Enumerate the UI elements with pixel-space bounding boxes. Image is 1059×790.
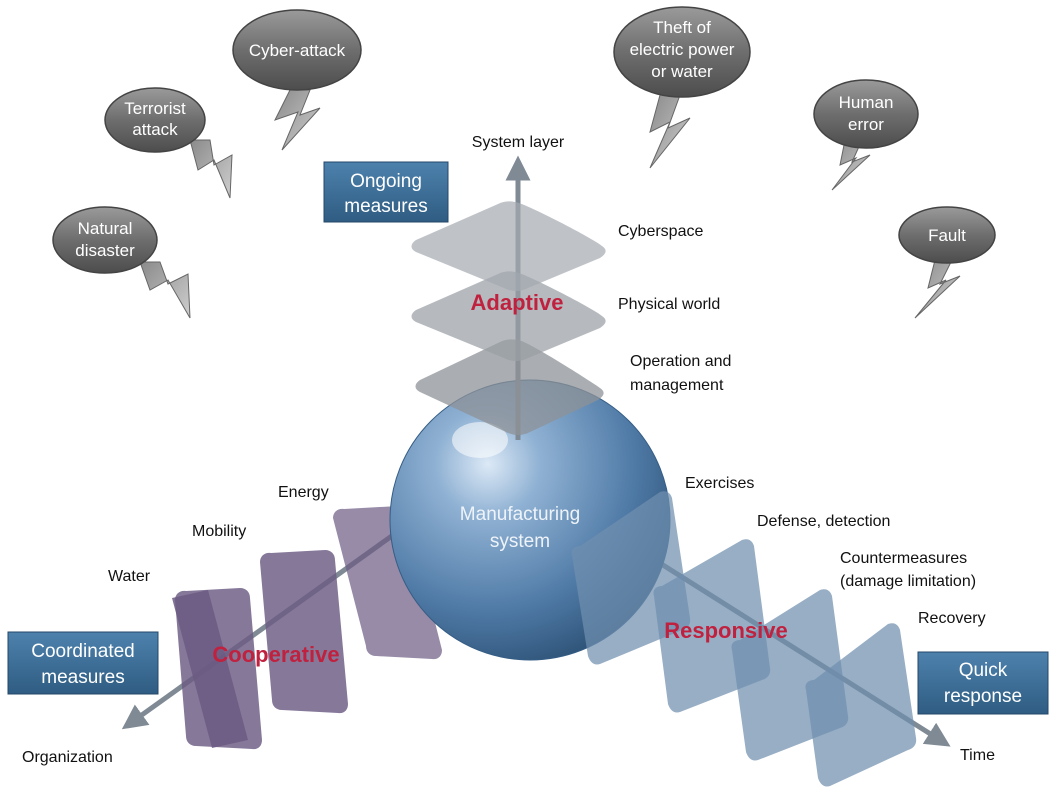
- physical-world-layer: [411, 271, 606, 361]
- threat-label-natural-line1: Natural: [78, 219, 133, 238]
- theme-responsive: Responsive: [664, 618, 788, 643]
- layer-label-physical-world: Physical world: [618, 296, 720, 313]
- threat-bubble-cyber-attack: Cyber-attack: [232, 9, 362, 151]
- label-exercises: Exercises: [685, 475, 754, 492]
- core-label-line1: Manufacturing: [460, 504, 580, 525]
- recovery-panel: [805, 623, 917, 787]
- threat-bubble-theft: Theft of electric power or water: [613, 6, 751, 169]
- threat-label-natural-line2: disaster: [75, 241, 135, 260]
- theme-cooperative: Cooperative: [212, 642, 339, 667]
- threat-label-theft-line2: electric power: [630, 40, 735, 59]
- label-energy: Energy: [278, 484, 329, 501]
- layer-label-operation-line2: management: [630, 377, 724, 394]
- threat-label-theft-line3: or water: [651, 62, 713, 81]
- threat-label-terrorist-line1: Terrorist: [124, 99, 186, 118]
- threat-label-cyber-attack: Cyber-attack: [249, 41, 346, 60]
- axis-label-time: Time: [960, 747, 995, 764]
- threat-bubble-natural-disaster: Natural disaster: [52, 206, 191, 319]
- coordinated-line2: measures: [41, 667, 124, 688]
- threat-label-human-line1: Human: [839, 93, 894, 112]
- label-countermeasures-line2: (damage limitation): [840, 573, 976, 590]
- water-panel-shape: [175, 588, 262, 750]
- cyberspace-layer: [411, 201, 606, 291]
- coordinated-measures-box: Coordinated measures: [7, 631, 159, 695]
- layer-label-cyberspace: Cyberspace: [618, 223, 703, 240]
- threat-label-terrorist-line2: attack: [132, 120, 178, 139]
- adaptive-layers: [411, 201, 606, 435]
- responsive-panels: [571, 491, 917, 787]
- label-water: Water: [108, 568, 151, 585]
- axis-label-organization: Organization: [22, 749, 113, 766]
- cooperative-panels: [172, 506, 442, 750]
- quick-line1: Quick: [959, 660, 1008, 681]
- layer-label-operation-line1: Operation and: [630, 353, 731, 370]
- quick-line2: response: [944, 686, 1022, 707]
- threat-bubble-fault: Fault: [898, 206, 996, 319]
- operation-layer: [415, 339, 604, 435]
- ongoing-line1: Ongoing: [350, 171, 422, 192]
- label-countermeasures-line1: Countermeasures: [840, 550, 967, 567]
- quick-response-box: Quick response: [917, 651, 1049, 715]
- threat-bubble-human-error: Human error: [813, 79, 919, 191]
- threat-label-fault: Fault: [928, 226, 966, 245]
- label-defense-detection: Defense, detection: [757, 513, 890, 530]
- threat-label-human-line2: error: [848, 115, 884, 134]
- theme-adaptive: Adaptive: [471, 290, 564, 315]
- coordinated-line1: Coordinated: [31, 641, 135, 662]
- core-label-line2: system: [490, 531, 550, 552]
- threat-label-theft-line1: Theft of: [653, 18, 711, 37]
- label-recovery: Recovery: [918, 610, 986, 627]
- label-mobility: Mobility: [192, 523, 246, 540]
- axis-label-system-layer: System layer: [472, 134, 565, 151]
- threat-bubble-terrorist-attack: Terrorist attack: [104, 87, 233, 199]
- ongoing-measures-box: Ongoing measures: [323, 161, 449, 223]
- ongoing-line2: measures: [344, 196, 427, 217]
- mobility-panel: [260, 550, 348, 714]
